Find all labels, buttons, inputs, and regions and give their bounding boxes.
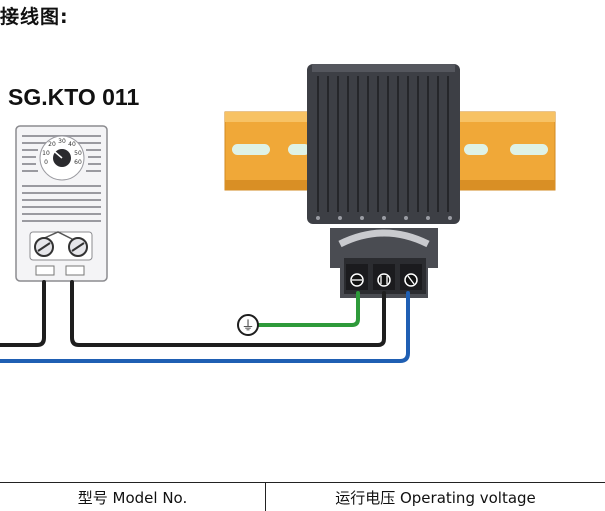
wire-blue [0, 291, 410, 363]
heater [307, 64, 460, 298]
thermostat-screw-terminals [34, 237, 88, 257]
earth-symbol: ⏚ [241, 319, 254, 334]
dial-label: 0 [44, 159, 48, 166]
earth-ground-icon: ⏚ [237, 314, 259, 336]
heater-fins [317, 76, 449, 212]
wiring-diagram: 20 30 40 50 60 10 0 ⏚ [0, 64, 556, 363]
thermostat: 20 30 40 50 60 10 0 [15, 125, 108, 282]
model-column-header: 型号 Model No. [0, 483, 266, 511]
spec-table-header: 型号 Model No. 运行电压 Operating voltage [0, 482, 605, 511]
voltage-column-header: 运行电压 Operating voltage [335, 488, 536, 507]
thermostat-model-label: SG.KTO 011 [8, 84, 140, 110]
dial-label: 20 [48, 141, 56, 148]
dial-label: 10 [42, 150, 50, 157]
heater-terminal-block [344, 258, 426, 294]
dial-label: 40 [68, 141, 76, 148]
dial-label: 60 [74, 159, 82, 166]
wire-green [257, 291, 360, 327]
dial-label: 50 [74, 150, 82, 157]
thermostat-dial-labels: 20 30 40 50 60 10 0 [42, 138, 82, 166]
diagram-heading: 接线图: [0, 6, 69, 28]
dial-label: 30 [58, 138, 66, 145]
wire-black [0, 280, 386, 347]
